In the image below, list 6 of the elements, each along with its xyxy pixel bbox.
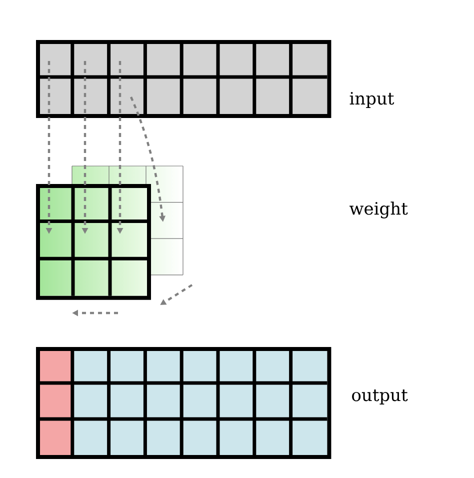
weight-grid [36,166,184,300]
grid-label: output [352,389,408,405]
grid-label: input [350,92,394,108]
output-grid [36,347,332,459]
grid-label: weight [349,202,408,218]
input-grid [36,40,332,118]
